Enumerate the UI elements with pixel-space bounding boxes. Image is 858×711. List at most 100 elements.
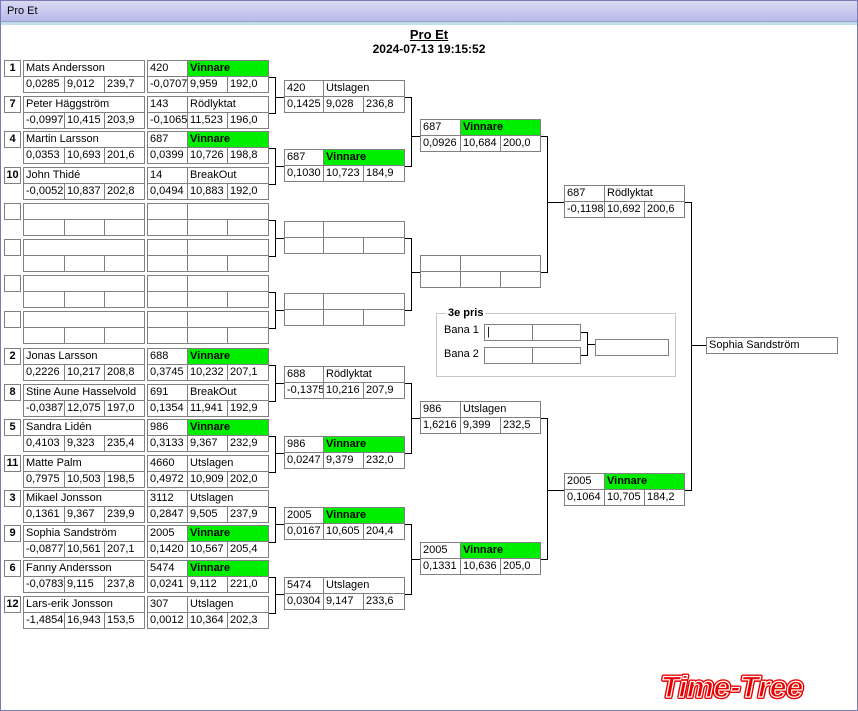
player-rt: -0,0052 — [23, 183, 65, 200]
q-et — [187, 327, 228, 344]
player-name[interactable]: Stine Aune Hasselvold — [23, 384, 145, 401]
connector-line — [405, 310, 411, 311]
match-status: Rödlyktat — [323, 366, 405, 383]
result-status — [187, 239, 269, 256]
player-et: 9,012 — [64, 76, 105, 93]
match-status: Vinnare — [323, 149, 405, 166]
match-status: Vinnare — [323, 507, 405, 524]
player-name[interactable]: Mats Andersson — [23, 60, 145, 77]
connector-line — [275, 166, 284, 167]
player-name[interactable]: John Thidé — [23, 167, 145, 184]
bronze-lane1-car[interactable]: | — [484, 324, 533, 341]
q-speed — [227, 291, 269, 308]
seed-number: 11 — [4, 455, 21, 472]
connector-line — [269, 292, 275, 293]
connector-line — [269, 542, 275, 543]
player-name[interactable] — [23, 203, 145, 220]
q-rt: 0,1354 — [147, 400, 188, 417]
connector-line — [275, 383, 284, 384]
player-name[interactable]: Mikael Jonsson — [23, 490, 145, 507]
result-status: Rödlyktat — [187, 96, 269, 113]
player-et — [64, 255, 105, 272]
bronze-connector — [581, 355, 587, 356]
connector-line — [269, 613, 275, 614]
match-speed — [363, 237, 405, 254]
q-et — [187, 291, 228, 308]
player-speed: 153,5 — [104, 612, 145, 629]
result-status: BreakOut — [187, 167, 269, 184]
car-number — [147, 275, 188, 292]
player-speed — [104, 327, 145, 344]
q-speed — [227, 219, 269, 236]
player-name[interactable]: Sophia Sandström — [23, 525, 145, 542]
player-speed — [104, 219, 145, 236]
player-speed: 201,6 — [104, 147, 145, 164]
match-rt: 0,0247 — [284, 452, 324, 469]
connector-line — [547, 136, 548, 273]
player-et: 10,561 — [64, 541, 105, 558]
connector-line — [691, 202, 692, 491]
bronze-lane2-car[interactable] — [484, 347, 533, 364]
car-number: 4660 — [147, 455, 188, 472]
connector-line — [547, 490, 564, 491]
player-name[interactable]: Sandra Lidén — [23, 419, 145, 436]
q-speed: 192,0 — [227, 183, 269, 200]
q-et: 10,909 — [187, 471, 228, 488]
lane2-label: Bana 2 — [444, 348, 479, 360]
connector-line — [269, 220, 275, 221]
q-speed: 221,0 — [227, 576, 269, 593]
result-status — [187, 275, 269, 292]
q-et: 10,726 — [187, 147, 228, 164]
connector-line — [411, 136, 420, 137]
match-car: 986 — [420, 401, 461, 418]
match-status: Utslagen — [460, 401, 541, 418]
player-name[interactable]: Martin Larsson — [23, 131, 145, 148]
q-et: 10,567 — [187, 541, 228, 558]
connector-line — [405, 383, 411, 384]
result-status — [187, 203, 269, 220]
connector-line — [275, 238, 284, 239]
bronze-lane1-status[interactable] — [532, 324, 581, 341]
match-speed: 205,0 — [500, 558, 541, 575]
q-rt: 0,0241 — [147, 576, 188, 593]
seed-number: 3 — [4, 490, 21, 507]
player-name[interactable] — [23, 275, 145, 292]
title-bar: Pro Et — [1, 1, 857, 22]
q-et: 11,523 — [187, 112, 228, 129]
car-number — [147, 311, 188, 328]
player-name[interactable] — [23, 239, 145, 256]
connector-line — [541, 559, 547, 560]
q-speed — [227, 327, 269, 344]
player-name[interactable]: Lars-erik Jonsson — [23, 596, 145, 613]
player-et: 9,367 — [64, 506, 105, 523]
q-speed: 196,0 — [227, 112, 269, 129]
match-speed: 232,5 — [500, 417, 541, 434]
result-status: Vinnare — [187, 60, 269, 77]
q-speed: 232,9 — [227, 435, 269, 452]
match-car: 687 — [284, 149, 324, 166]
q-rt — [147, 327, 188, 344]
connector-line — [411, 418, 420, 419]
player-name[interactable]: Fanny Andersson — [23, 560, 145, 577]
player-rt: -0,0877 — [23, 541, 65, 558]
bronze-lane2-status[interactable] — [532, 347, 581, 364]
connector-line — [685, 202, 691, 203]
q-et: 10,232 — [187, 364, 228, 381]
match-et: 10,684 — [460, 135, 501, 152]
player-name[interactable] — [23, 311, 145, 328]
player-et: 10,693 — [64, 147, 105, 164]
player-name[interactable]: Peter Häggström — [23, 96, 145, 113]
player-rt: 0,1361 — [23, 506, 65, 523]
player-speed — [104, 255, 145, 272]
car-number: 307 — [147, 596, 188, 613]
page-title: Pro Et — [409, 27, 449, 42]
player-name[interactable]: Jonas Larsson — [23, 348, 145, 365]
match-car: 5474 — [284, 577, 324, 594]
player-name[interactable]: Matte Palm — [23, 455, 145, 472]
match-car: 2005 — [284, 507, 324, 524]
page-datetime: 2024-07-13 19:15:52 — [372, 42, 486, 56]
bronze-winner-box[interactable] — [595, 339, 669, 356]
player-et — [64, 291, 105, 308]
match-car: 420 — [284, 80, 324, 97]
match-speed: 184,2 — [644, 489, 685, 506]
